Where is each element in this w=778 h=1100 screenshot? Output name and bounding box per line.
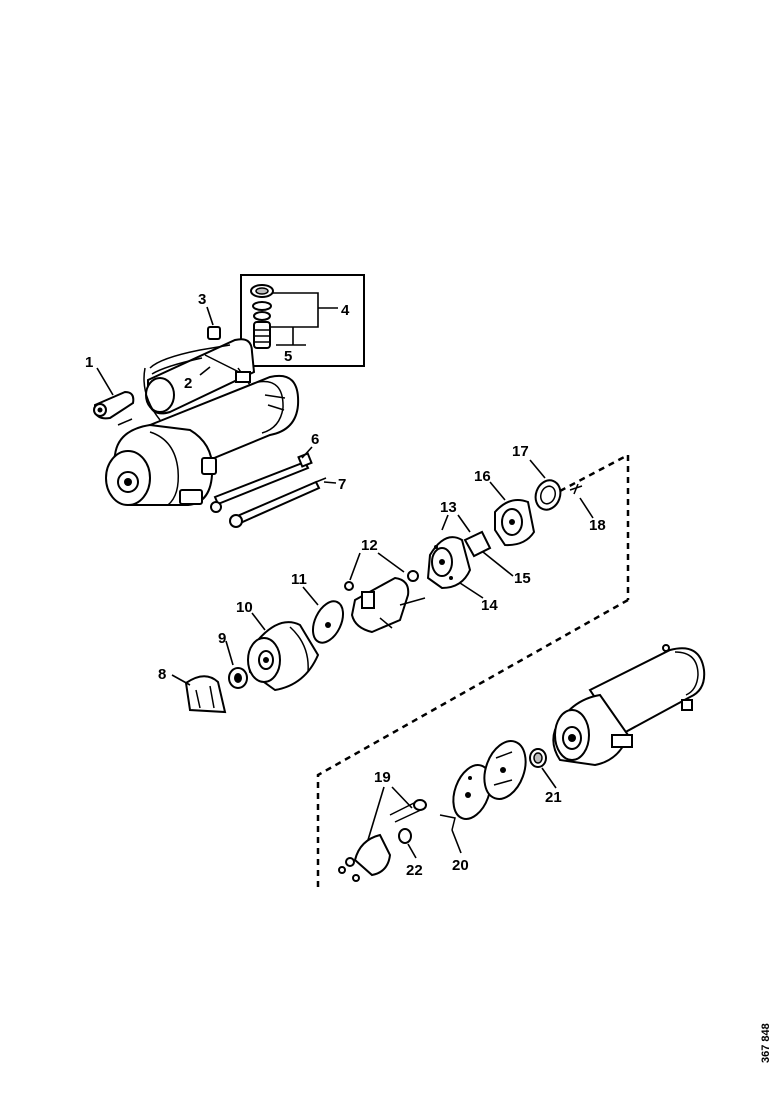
callout-10: 10 — [236, 599, 253, 616]
callout-11: 11 — [291, 571, 307, 588]
yoke-housing — [552, 644, 706, 767]
commutator-end-housing-part-10 — [247, 621, 320, 692]
callout-6: 6 — [311, 431, 319, 448]
bushing-part-21 — [529, 748, 547, 768]
callout-8: 8 — [158, 666, 166, 683]
assembled-starter-motor — [105, 338, 300, 506]
callout-15: 15 — [514, 570, 531, 587]
callout-4: 4 — [341, 302, 350, 319]
spacer-part-15 — [463, 530, 492, 558]
bearing-plate-part-13-14 — [426, 536, 472, 590]
inset-pinion-parts — [250, 284, 274, 349]
callout-18: 18 — [589, 517, 606, 534]
callout-16: 16 — [474, 468, 491, 485]
callout-3: 3 — [198, 291, 206, 308]
callout-21: 21 — [545, 789, 562, 806]
cable-part-2 — [143, 344, 231, 421]
callout-5: 5 — [284, 348, 292, 365]
callout-13: 13 — [440, 499, 457, 516]
callout-17: 17 — [512, 443, 529, 460]
callout-19: 19 — [374, 769, 391, 786]
callout-22: 22 — [406, 862, 423, 879]
dashed-leader-upper — [559, 452, 630, 600]
figure-reference-number: 367 848 — [760, 1023, 772, 1063]
callout-9: 9 — [218, 630, 226, 647]
callout-labels: 1 2 3 4 5 6 7 8 9 10 11 12 13 14 15 16 1… — [85, 291, 606, 879]
callout-7: 7 — [338, 476, 346, 493]
inset-box — [240, 274, 365, 367]
screw-part-18 — [569, 483, 583, 495]
disc-part-20b — [483, 740, 527, 800]
through-bolt-part-6 — [210, 452, 313, 513]
callout-12: 12 — [361, 537, 378, 554]
terminal-part-1 — [93, 390, 135, 426]
callout-2: 2 — [184, 375, 192, 392]
callout-1: 1 — [85, 354, 93, 371]
bolt-part-7 — [229, 477, 327, 528]
callout-20: 20 — [452, 857, 469, 874]
plate-part-20 — [439, 764, 492, 831]
bushing-part-9 — [228, 667, 248, 689]
seal-ring-part-17 — [534, 479, 562, 511]
nut-part-3 — [207, 326, 221, 340]
washer-part-22 — [398, 828, 412, 844]
callout-14: 14 — [481, 597, 498, 614]
drive-end-shield-part-16 — [494, 499, 536, 547]
brush-holder-part-12 — [344, 570, 426, 634]
dashed-leader-lower — [316, 598, 629, 890]
plate-part-11 — [311, 600, 345, 644]
brush-plate-part-19 — [338, 799, 427, 882]
leader-lines — [96, 306, 594, 859]
end-cap-part-8 — [184, 675, 227, 714]
